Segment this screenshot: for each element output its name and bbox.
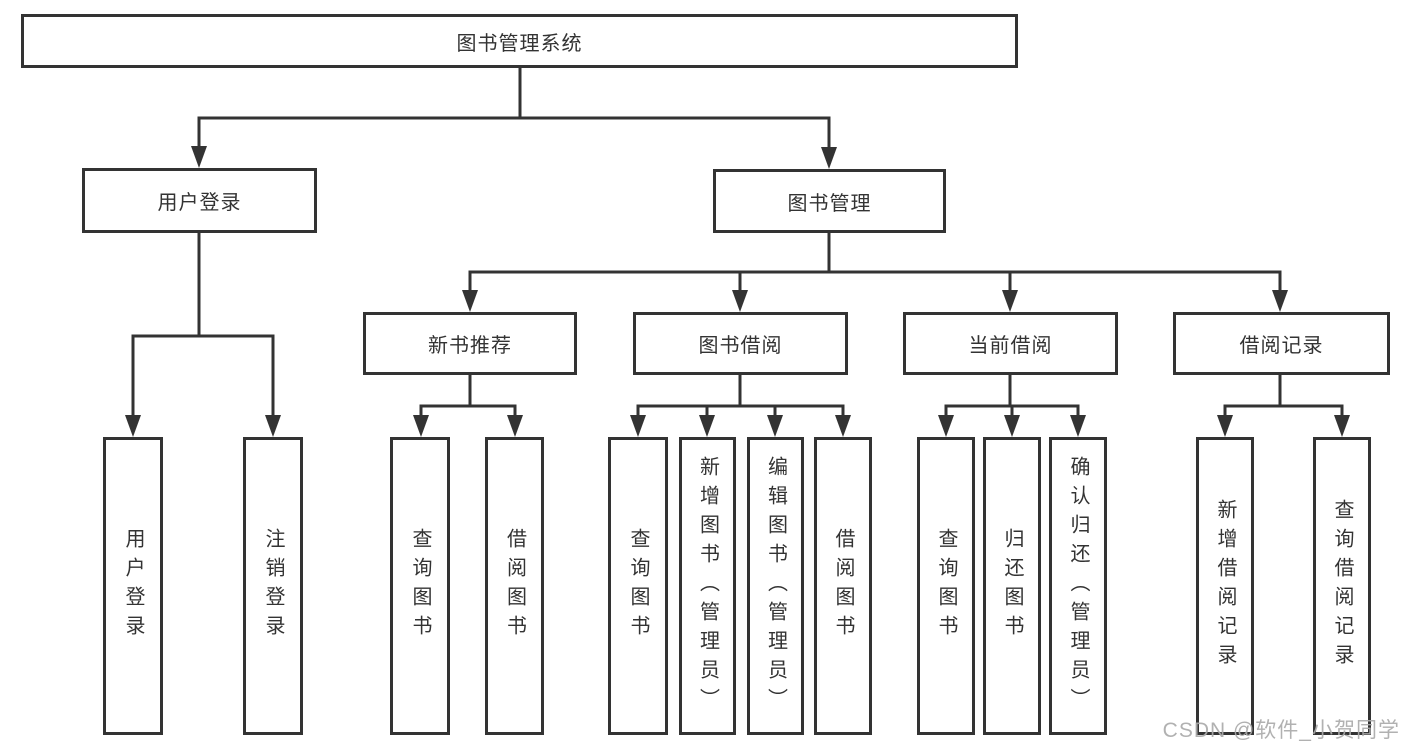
node-label: 借阅图书 bbox=[503, 528, 526, 644]
leaf-user-login: 用户登录 bbox=[103, 437, 163, 735]
node-user-login: 用户登录 bbox=[82, 168, 317, 233]
node-current-borrow: 当前借阅 bbox=[903, 312, 1118, 375]
leaf-add-books-admin: 新增图书（管理员） bbox=[679, 437, 736, 735]
leaf-query-books-2: 查询图书 bbox=[608, 437, 668, 735]
node-root-system: 图书管理系统 bbox=[21, 14, 1018, 68]
leaf-borrow-books-1: 借阅图书 bbox=[485, 437, 544, 735]
node-label: 新增借阅记录 bbox=[1214, 499, 1236, 673]
node-label: 新增图书（管理员） bbox=[696, 455, 719, 717]
leaf-edit-books-admin: 编辑图书（管理员） bbox=[747, 437, 804, 735]
node-label: 查询借阅记录 bbox=[1331, 499, 1353, 673]
node-label: 借阅记录 bbox=[1239, 335, 1324, 357]
node-book-management: 图书管理 bbox=[713, 169, 946, 233]
leaf-query-borrow-record: 查询借阅记录 bbox=[1313, 437, 1371, 735]
node-label: 新书推荐 bbox=[428, 335, 512, 357]
watermark-text: CSDN @软件_小贺同学 bbox=[1162, 719, 1400, 742]
node-label: 图书管理系统 bbox=[456, 32, 583, 55]
node-label: 当前借阅 bbox=[968, 335, 1053, 357]
leaf-borrow-books-2: 借阅图书 bbox=[814, 437, 872, 735]
node-label: 用户登录 bbox=[122, 528, 144, 644]
leaf-confirm-return-admin: 确认归还（管理员） bbox=[1049, 437, 1107, 735]
node-label: 查询图书 bbox=[409, 528, 431, 644]
node-label: 借阅图书 bbox=[832, 528, 854, 644]
node-label: 用户登录 bbox=[157, 192, 242, 214]
leaf-query-books-3: 查询图书 bbox=[917, 437, 975, 735]
node-label: 图书借阅 bbox=[698, 335, 783, 357]
leaf-return-books: 归还图书 bbox=[983, 437, 1041, 735]
node-label: 图书管理 bbox=[787, 192, 872, 215]
node-book-borrow: 图书借阅 bbox=[633, 312, 848, 375]
node-new-book-recommend: 新书推荐 bbox=[363, 312, 577, 375]
node-label: 确认归还（管理员） bbox=[1067, 455, 1089, 717]
node-label: 归还图书 bbox=[1001, 528, 1023, 644]
node-label: 查询图书 bbox=[627, 528, 649, 644]
leaf-add-borrow-record: 新增借阅记录 bbox=[1196, 437, 1254, 735]
leaf-logout: 注销登录 bbox=[243, 437, 303, 735]
node-label: 注销登录 bbox=[262, 528, 284, 644]
node-borrow-records: 借阅记录 bbox=[1173, 312, 1390, 375]
leaf-query-books-1: 查询图书 bbox=[390, 437, 450, 735]
node-label: 查询图书 bbox=[935, 528, 957, 644]
node-label: 编辑图书（管理员） bbox=[764, 455, 787, 717]
